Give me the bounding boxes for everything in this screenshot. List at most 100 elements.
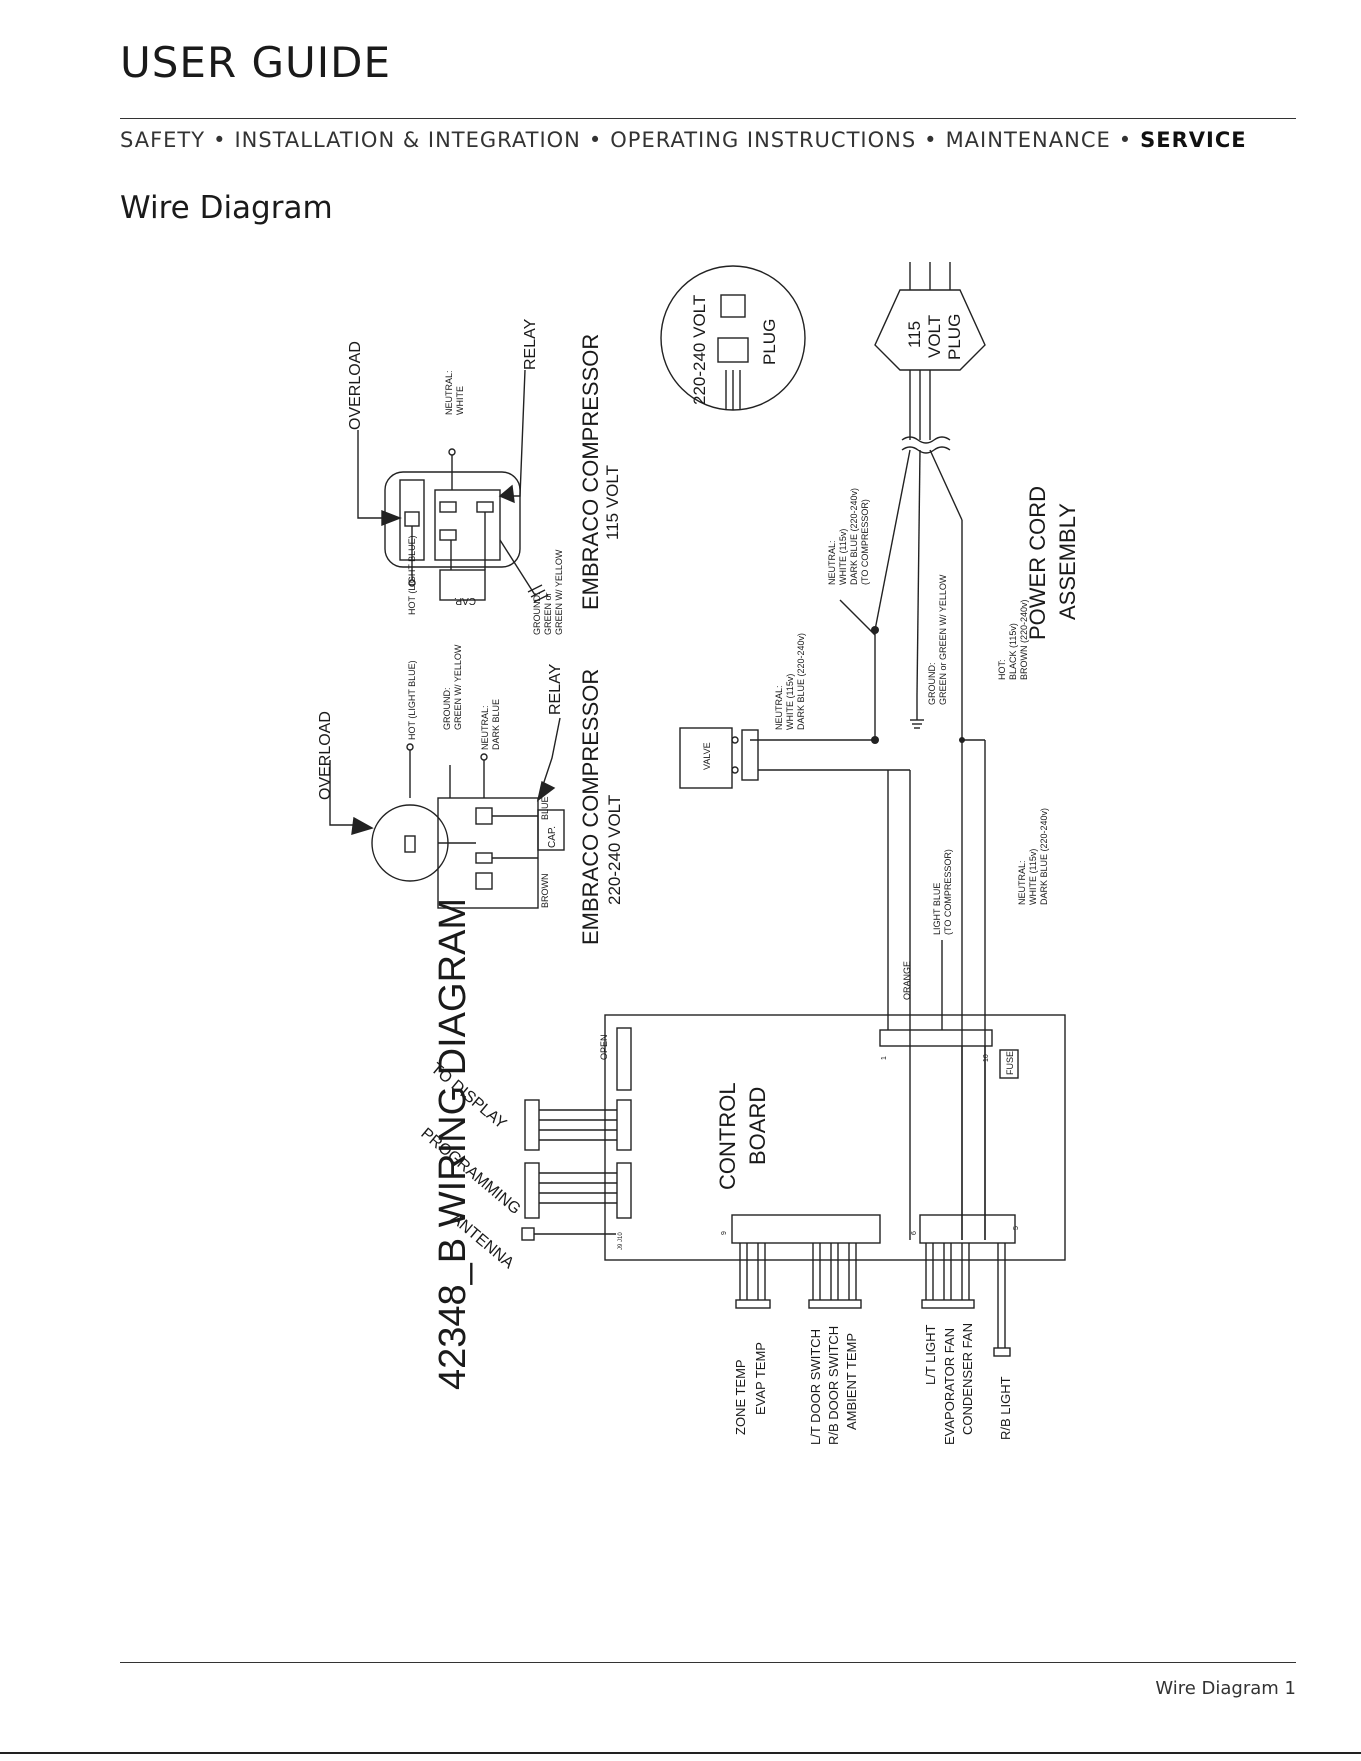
board-pin-1: 1 (881, 1056, 888, 1060)
relay-115-label: RELAY (522, 318, 539, 370)
neutral-220-label: NEUTRAL: (480, 705, 490, 750)
valve-neutral-l2: DARK BLUE (220-240v) (796, 633, 806, 730)
board-neutral-l1: WHITE (115v) (1028, 849, 1038, 905)
ground-115-color-1: GREEN or (543, 592, 553, 635)
compressor-220-body (371, 804, 449, 882)
condenser-fan-label: CONDENSER FAN (960, 1323, 975, 1435)
page-bottom-edge (0, 1752, 1361, 1754)
left-sensor-header (731, 1214, 881, 1244)
blue-wire-label: BLUE (540, 796, 550, 820)
cord-neutral-l2: DARK BLUE (220-240v) (849, 488, 859, 585)
left-header-pin-9: 9 (721, 1231, 728, 1235)
fuse-label: FUSE (1005, 1051, 1015, 1075)
programming-connector (524, 1162, 540, 1219)
cap-220-label: CAP. (547, 826, 558, 848)
board-pin-10: 10 (983, 1054, 990, 1062)
cord-hot-label: HOT: (997, 659, 1007, 680)
plug-220-prong (720, 294, 746, 318)
control-board-line2: BOARD (745, 1087, 770, 1165)
relay-220-block (437, 797, 539, 909)
cord-neutral-l3: (TO COMPRESSOR) (860, 499, 870, 585)
open-label: OPEN (599, 1034, 609, 1060)
relay-115-pin-b (476, 501, 494, 513)
control-board-line1: CONTROL (715, 1082, 740, 1190)
overload-115-label: OVERLOAD (347, 341, 364, 430)
nav-item-operating[interactable]: OPERATING INSTRUCTIONS (610, 128, 917, 152)
plug-115-line2: VOLT (925, 315, 944, 358)
antenna-connector (521, 1227, 535, 1241)
cord-neutral-label: NEUTRAL: (827, 540, 837, 585)
relay-220-pin-b (475, 852, 493, 864)
section-nav: SAFETY • INSTALLATION & INTEGRATION • OPERAT… (120, 128, 1296, 152)
plug-115-line1: 115 (905, 321, 924, 348)
j9-j10-label: J9 J10 (618, 1232, 624, 1250)
display-header (616, 1099, 632, 1151)
relay-115-pin-a (439, 501, 457, 513)
relay-115-pin-c (439, 529, 457, 541)
overload-115-contact (404, 511, 420, 527)
neutral-220-color: DARK BLUE (491, 699, 501, 750)
cap-115-label: CAP. (454, 595, 476, 606)
compressor-220-voltage: 220-240 VOLT (605, 795, 624, 905)
nav-separator: • (1118, 128, 1133, 152)
open-header (616, 1027, 632, 1091)
cap-220-box (537, 809, 565, 851)
header-divider (120, 118, 1296, 119)
cord-neutral-l1: WHITE (115v) (838, 529, 848, 585)
neutral-115-color: WHITE (455, 386, 465, 415)
relay-220-pin-c (475, 872, 493, 890)
door-ambient-plug (808, 1299, 862, 1309)
ground-115-color-2: GREEN W/ YELLOW (554, 549, 564, 635)
ground-220-label: GROUND: (442, 688, 452, 731)
brown-wire-label: BROWN (540, 874, 550, 909)
zone-temp-label: ZONE TEMP (733, 1359, 748, 1435)
valve-terminal (741, 729, 759, 781)
cord-hot-l1: BLACK (115v) (1008, 623, 1018, 680)
ground-220-color: GREEN W/ YELLOW (453, 644, 463, 730)
cord-hot-l2: BROWN (220-240v) (1019, 599, 1029, 680)
page-footer-label: Wire Diagram 1 (1155, 1678, 1296, 1699)
evaporator-fan-label: EVAPORATOR FAN (942, 1328, 957, 1445)
programming-header (616, 1162, 632, 1219)
nav-item-maintenance[interactable]: MAINTENANCE (945, 128, 1111, 152)
compressor-115-name: EMBRACO COMPRESSOR (578, 334, 603, 610)
neutral-115-label: NEUTRAL: (444, 370, 454, 415)
control-board-outline (604, 1014, 1066, 1261)
rb-light-label: R/B LIGHT (998, 1376, 1013, 1440)
wiring-diagram: 42348_B WIRING DIAGRAM EMBRACO COMPRESSO… (317, 262, 1080, 1445)
ground-115-label: GROUND: (532, 593, 542, 636)
hot-220-label: HOT (LIGHT BLUE) (407, 660, 417, 740)
power-cord-line1: POWER CORD (1025, 486, 1050, 640)
nav-separator: • (924, 128, 938, 152)
nav-item-installation[interactable]: INSTALLATION & INTEGRATION (234, 128, 581, 152)
relay-220-pin-a (475, 807, 493, 825)
overload-220-label: OVERLOAD (317, 711, 334, 800)
right-sensor-header (919, 1214, 1016, 1244)
plug-115-body (874, 289, 986, 371)
board-header-1-10 (879, 1029, 993, 1047)
plug-220-line2: PLUG (760, 319, 779, 365)
ambient-temp-label: AMBIENT TEMP (844, 1333, 859, 1430)
lt-light-label: L/T LIGHT (923, 1324, 938, 1385)
light-blue-wire-note: (TO COMPRESSOR) (943, 849, 953, 935)
nav-item-service[interactable]: SERVICE (1140, 128, 1247, 152)
fuse-box (999, 1049, 1019, 1079)
nav-separator: • (588, 128, 603, 152)
nav-item-safety[interactable]: SAFETY (120, 128, 206, 152)
cord-ground-label: GROUND: (927, 663, 937, 706)
board-neutral-l2: DARK BLUE (220-240v) (1039, 808, 1049, 905)
cap-115-box (439, 569, 486, 601)
plug-115-line3: PLUG (945, 314, 964, 360)
right-header-pin-6: 6 (911, 1231, 918, 1235)
evap-temp-label: EVAP TEMP (753, 1342, 768, 1415)
diagram-title: 42348_B WIRING DIAGRAM (432, 898, 474, 1390)
orange-wire-label: ORANGE (902, 961, 912, 1000)
relay-220-label: RELAY (547, 663, 564, 715)
cord-ground-l1: GREEN or GREEN W/ YELLOW (938, 574, 948, 705)
overload-220-contact (404, 835, 416, 853)
rb-light-plug (993, 1347, 1011, 1357)
display-connector (524, 1099, 540, 1151)
nav-separator: • (213, 128, 227, 152)
power-cord-line2: ASSEMBLY (1055, 503, 1080, 620)
board-neutral-label: NEUTRAL: (1017, 860, 1027, 905)
